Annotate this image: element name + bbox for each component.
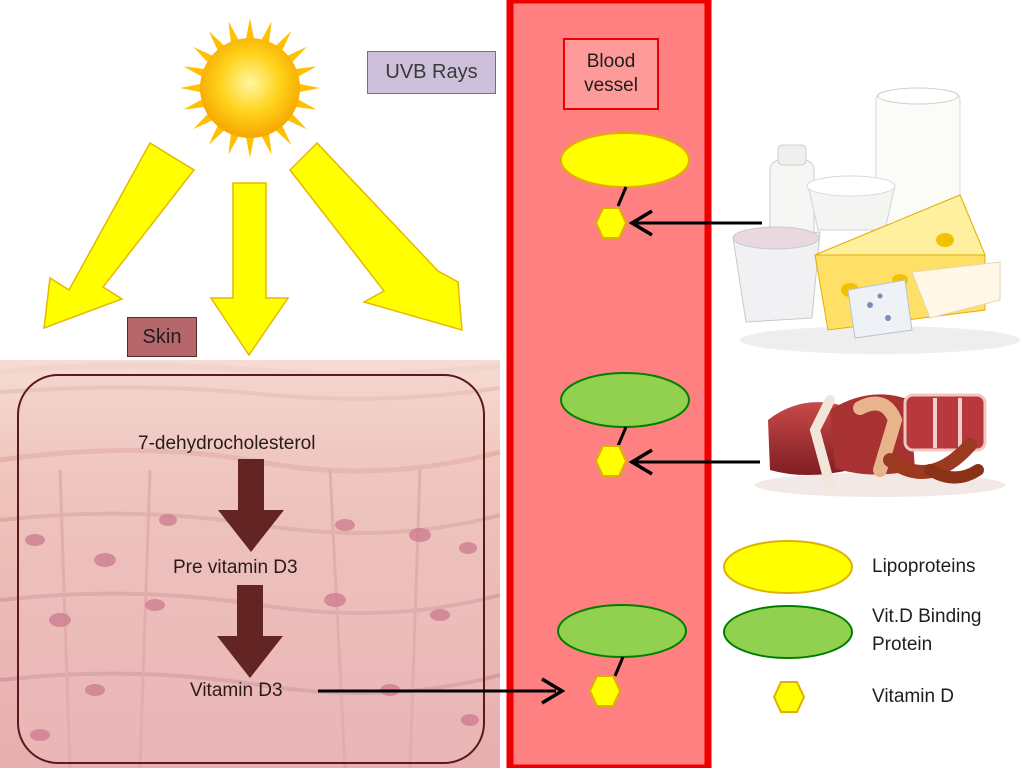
binding-protein-complex-1 [560,372,690,477]
step-7-dehydrocholesterol: 7-dehydrocholesterol [138,433,316,454]
arrow-previtd3-to-vitd3 [217,585,283,678]
meat-arrow [628,448,760,476]
step-pre-vitamin-d3: Pre vitamin D3 [173,557,298,578]
uvb-arrow-right [289,141,463,332]
sun-ray [193,112,214,130]
sun-ray [180,83,203,93]
sun-ray [286,46,307,64]
legend-binding-protein-label: Vit.D Binding Protein [872,603,982,659]
arrow-7dhc-to-previtd3 [218,459,284,552]
sun-ray [208,31,226,52]
sun-ray [183,66,206,78]
vitamin-d-hexagon [594,207,628,239]
binding-protein-complex-2 [557,604,687,707]
blood-vessel-label-line2: vessel [584,75,638,96]
sun-ray [294,98,317,110]
uvb-arrows [43,141,463,357]
sun-ray [228,132,240,155]
sun-ray [294,66,317,78]
dairy-arrow [628,209,762,237]
sun-ray [274,124,292,145]
sun-ray [260,21,272,44]
legend-vitamin-d-swatch [772,681,806,713]
skin-tissue-illustration [0,360,501,768]
dairy-products-image [732,87,1020,354]
uvb-arrow-center [209,182,290,357]
sun-ray [297,83,320,93]
sun-ray [260,132,272,155]
legend-lipoproteins-label: Lipoproteins [872,556,976,577]
legend-vitamin-d-label: Vitamin D [872,686,955,707]
legend-binding-protein-swatch [723,605,853,659]
step-vitamin-d3: Vitamin D3 [190,680,283,701]
vitamin-d-hexagon [594,445,628,477]
vitamin-d-hexagon [588,675,622,707]
blood-vessel-label-line1: Blood [586,51,636,72]
sun-ray [183,98,206,110]
meat-products-image [755,393,1005,497]
legend-lipoprotein-swatch [723,540,853,594]
sun-ray [245,135,255,158]
skin-pathway-arrows [217,459,284,678]
sun-icon [180,18,320,158]
sun-ray [193,46,214,64]
legend-binding-protein-line2: Protein [872,634,933,655]
skin-frame [17,374,485,764]
sun-ray [286,112,307,130]
sun-ray [228,21,240,44]
uvb-rays-label: UVB Rays [367,51,496,94]
legend-binding-protein-line1: Vit.D Binding [872,606,982,627]
lipoprotein-complex [560,132,690,239]
legend [723,540,853,713]
skin-label: Skin [127,317,197,357]
sun-ray [208,124,226,145]
vitd3-to-vessel-arrow [318,677,566,705]
blood-vessel-label: Blood vessel [563,38,659,110]
sun-ray [245,18,255,41]
sun-ray [274,31,292,52]
uvb-arrow-left [43,141,196,330]
